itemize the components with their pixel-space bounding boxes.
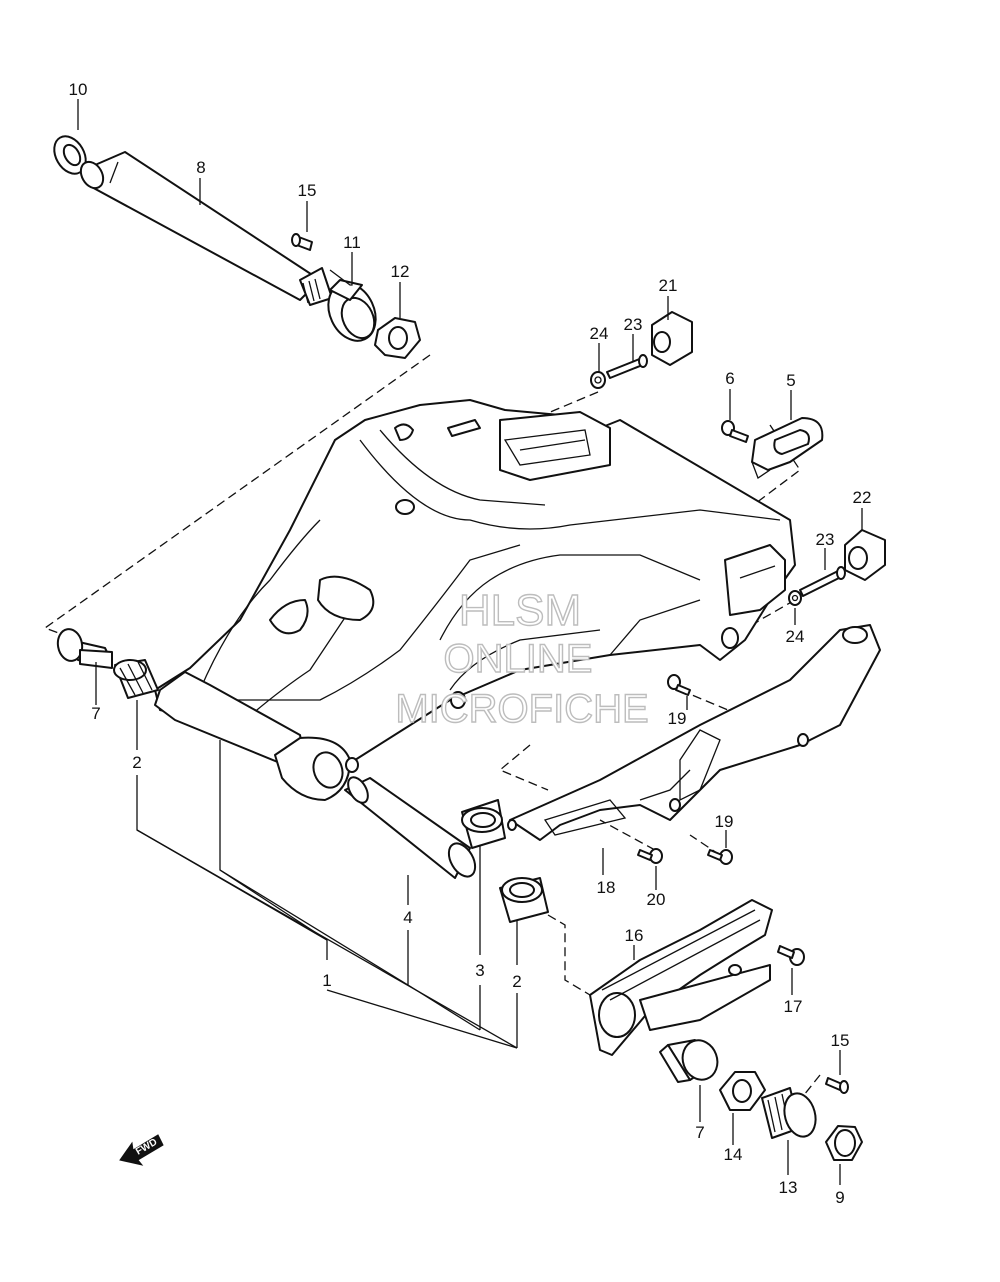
part-19-bolt-top (667, 674, 691, 696)
callout-23-right: 23 (816, 530, 835, 549)
callout-3: 3 (475, 961, 484, 980)
part-10-pivot-nut (53, 135, 87, 175)
callout-16: 16 (625, 926, 644, 945)
callout-5: 5 (786, 371, 795, 390)
callout-11: 11 (343, 233, 361, 252)
part-15-bolt-lower (825, 1077, 849, 1094)
part-7-collar-left (56, 628, 113, 669)
part-13-adjuster (761, 1087, 817, 1139)
callout-9: 9 (835, 1188, 844, 1207)
watermark: HLSM ONLINE MICROFICHE (395, 585, 650, 731)
callout-20: 20 (647, 890, 666, 909)
forward-direction-arrow: FWD (119, 1134, 164, 1166)
part-20-bolt (637, 848, 663, 864)
part-11-pivot-adjuster (327, 279, 377, 342)
part-3-bearing (461, 799, 506, 849)
callout-24-right: 24 (786, 627, 805, 646)
callout-23-top: 23 (624, 315, 643, 334)
part-5-chain-plate (751, 417, 824, 479)
part-9-nut (825, 1125, 863, 1161)
part-12-lock-nut (374, 317, 421, 359)
part-4-spacer (344, 776, 477, 879)
callout-7-right: 7 (695, 1123, 704, 1142)
callout-13: 13 (779, 1178, 798, 1197)
part-18-chain-cover (507, 624, 881, 841)
callout-19-bottom: 19 (715, 812, 734, 831)
part-2-bearing-right (499, 877, 549, 923)
callout-8: 8 (196, 158, 205, 177)
part-22-adjuster-block (844, 529, 886, 581)
part-24-nut-right (788, 590, 802, 606)
callout-numbers: 10 8 15 11 12 21 23 24 6 5 22 23 24 7 2 … (69, 80, 872, 1207)
callout-19-top: 19 (668, 709, 687, 728)
part-2-bearing-left (113, 659, 159, 699)
callout-12: 12 (391, 262, 410, 281)
callout-2-left: 2 (132, 753, 141, 772)
part-7-collar-right (659, 1039, 719, 1083)
callout-22: 22 (853, 488, 872, 507)
callout-6: 6 (725, 369, 734, 388)
callout-14: 14 (724, 1145, 743, 1164)
part-19-bolt-bottom (707, 849, 733, 865)
callout-leaders (77, 99, 863, 1185)
callout-24-top: 24 (590, 324, 609, 343)
callout-10: 10 (69, 80, 88, 99)
part-14-nut (719, 1071, 766, 1111)
watermark-line-3: MICROFICHE (395, 687, 648, 731)
part-15-bolt-top (291, 233, 313, 251)
part-1-swingarm (154, 399, 796, 801)
part-23-adjuster-bolt-top (606, 354, 648, 379)
callout-18: 18 (597, 878, 616, 897)
callout-4: 4 (403, 908, 412, 927)
watermark-line-2: ONLINE (444, 637, 593, 681)
part-8-pivot-shaft (79, 151, 333, 306)
part-23-adjuster-bolt-right (799, 566, 846, 597)
callout-17: 17 (784, 997, 803, 1016)
callout-15-lower: 15 (831, 1031, 850, 1050)
part-6-plate-bolt (721, 420, 749, 443)
part-24-nut-top (590, 371, 606, 389)
callout-21: 21 (659, 276, 678, 295)
watermark-line-1: HLSM (459, 586, 581, 635)
part-17-bolt (777, 945, 805, 966)
callout-2-right: 2 (512, 972, 521, 991)
callout-1: 1 (322, 971, 331, 990)
callout-15-top: 15 (298, 181, 317, 200)
part-21-adjuster-block (651, 311, 693, 366)
part-16-chain-guide (589, 899, 773, 1056)
callout-7-left: 7 (91, 704, 100, 723)
